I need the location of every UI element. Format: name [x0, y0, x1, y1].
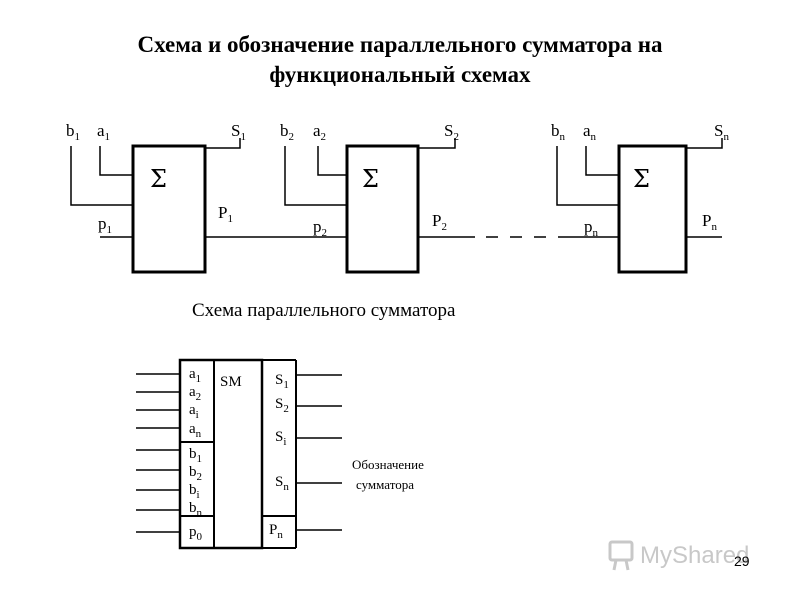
stage-n-sigma: Σ [633, 165, 650, 193]
sm-output-si: Si [275, 429, 286, 448]
sm-input-b2: b2 [189, 464, 202, 483]
stage-1-p-in-label: p1 [98, 214, 112, 236]
watermark-logo: MyShared [606, 536, 766, 576]
sm-input-a2: a2 [189, 384, 201, 403]
stage-2-block [345, 144, 420, 274]
parallel-adder-caption: Схема параллельного сумматора [192, 300, 456, 321]
sm-note-line-2: сумматора [356, 477, 414, 492]
stage-1-wires [70, 138, 347, 274]
stage-2-sigma: Σ [362, 165, 379, 193]
sm-note-line-1: Обозначение [352, 457, 424, 472]
watermark-icon: MyShared [608, 540, 749, 571]
sm-carry-in: p0 [189, 524, 203, 543]
stage-1-b-label: b1 [66, 121, 80, 143]
stage-n-b-label: bn [551, 121, 566, 143]
stage-1-sigma: Σ [150, 165, 167, 193]
stage-1-p-out-label: P1 [218, 203, 233, 225]
sm-carry-out: Pn [269, 522, 283, 541]
svg-text:MyShared: MyShared [640, 542, 749, 569]
stage-n-p-out-label: Pn [702, 211, 717, 233]
stage-2-b-label: b2 [280, 121, 294, 143]
page-number: 29 [734, 553, 750, 569]
sm-input-b1: b1 [189, 446, 202, 465]
sm-output-sn: Sn [275, 474, 289, 493]
sm-output-s1: S1 [275, 372, 289, 391]
stage-2-a-label: a2 [313, 121, 326, 143]
stage-n-s-label: Sn [714, 121, 729, 143]
stage-2-p-out-label: P2 [432, 211, 447, 233]
sm-input-a1: a1 [189, 366, 201, 385]
stage-1-a-label: a1 [97, 121, 110, 143]
sm-input-ai: ai [189, 402, 199, 421]
stage-n-a-label: an [583, 121, 597, 143]
title-line-2: функциональный схемах [269, 62, 531, 87]
stage-2-p-in-label: p2 [313, 217, 327, 239]
title-line-1: Схема и обозначение параллельного суммат… [137, 32, 663, 57]
sm-input-bi: bi [189, 482, 200, 501]
slide-title: Схема и обозначение параллельного суммат… [0, 30, 800, 90]
sm-block-label: SM [220, 374, 242, 390]
stage-1-s-label: S1 [231, 121, 246, 143]
stage-2-wires [284, 138, 619, 274]
stage-2-s-label: S2 [444, 121, 459, 143]
sm-symbol-lines [136, 358, 342, 550]
stage-1-block [131, 144, 207, 274]
stage-n-p-in-label: pn [584, 217, 599, 239]
stage-n-block [617, 144, 688, 274]
sm-input-an: an [189, 421, 202, 440]
stage-n-wires [556, 138, 723, 274]
sm-output-s2: S2 [275, 396, 289, 415]
sm-input-bn: bn [189, 500, 203, 519]
